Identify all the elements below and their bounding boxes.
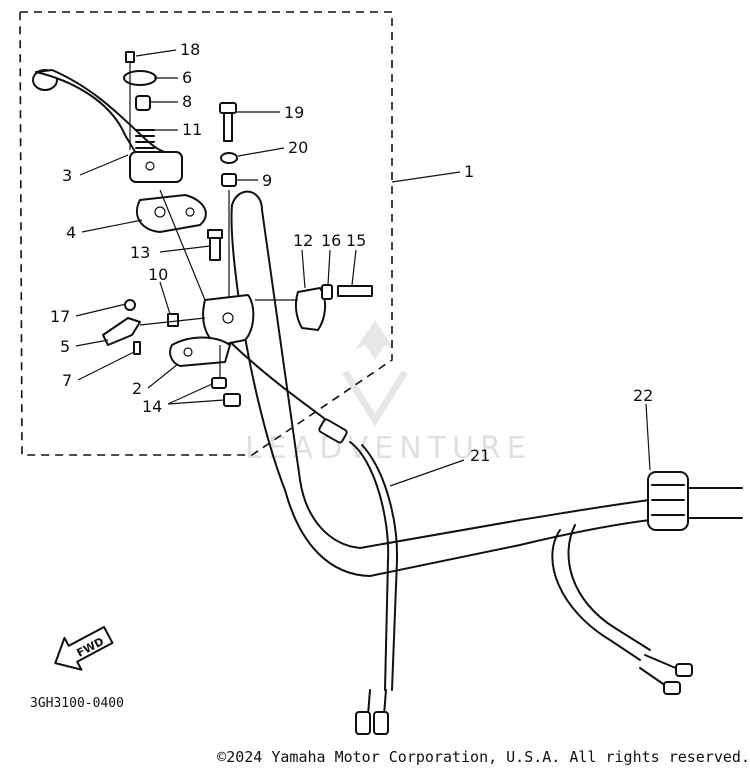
right-switch-assembly (551, 471, 693, 695)
callout-17: 17 (50, 307, 70, 326)
clutch-lever (32, 69, 183, 183)
callout-5: 5 (60, 337, 70, 356)
watermark-logo (342, 320, 408, 427)
callout-14: 14 (142, 397, 162, 416)
callout-3: 3 (62, 166, 72, 185)
master-bracket (159, 189, 255, 367)
callout-16: 16 (321, 231, 341, 250)
callout-10: 10 (148, 265, 168, 284)
watermark-text: LEADVENTURE (245, 431, 532, 466)
callout-6: 6 (182, 68, 192, 87)
nuts (211, 345, 241, 407)
copyright-notice: ©2024 Yamaha Motor Corporation, U.S.A. A… (217, 748, 750, 766)
bolt-13 (207, 229, 223, 261)
callout-21: 21 (470, 446, 490, 465)
callout-15: 15 (346, 231, 366, 250)
callout-12: 12 (293, 231, 313, 250)
callout-4: 4 (66, 223, 76, 242)
callout-9: 9 (262, 171, 272, 190)
callout-8: 8 (182, 92, 192, 111)
callout-labels: 18 6 8 11 19 20 9 1 3 4 13 12 16 15 10 1… (50, 40, 653, 465)
callout-19: 19 (284, 103, 304, 122)
callout-11: 11 (182, 120, 202, 139)
callout-20: 20 (288, 138, 308, 157)
assembly-boundary (19, 11, 393, 456)
brake-switch-cable (227, 339, 399, 735)
callout-22: 22 (633, 386, 653, 405)
callout-18: 18 (180, 40, 200, 59)
fwd-arrow: FWD (54, 626, 114, 671)
handlebar-clamp (255, 284, 373, 331)
callout-13: 13 (130, 243, 150, 262)
callout-2: 2 (132, 379, 142, 398)
lever-switch (102, 299, 206, 355)
bolt-stack (219, 102, 238, 300)
callout-1: 1 (464, 162, 474, 181)
catalog-code: 3GH3100-0400 (30, 696, 124, 711)
callout-7: 7 (62, 371, 72, 390)
lever-holder (135, 194, 207, 233)
leader-lines (75, 49, 651, 487)
